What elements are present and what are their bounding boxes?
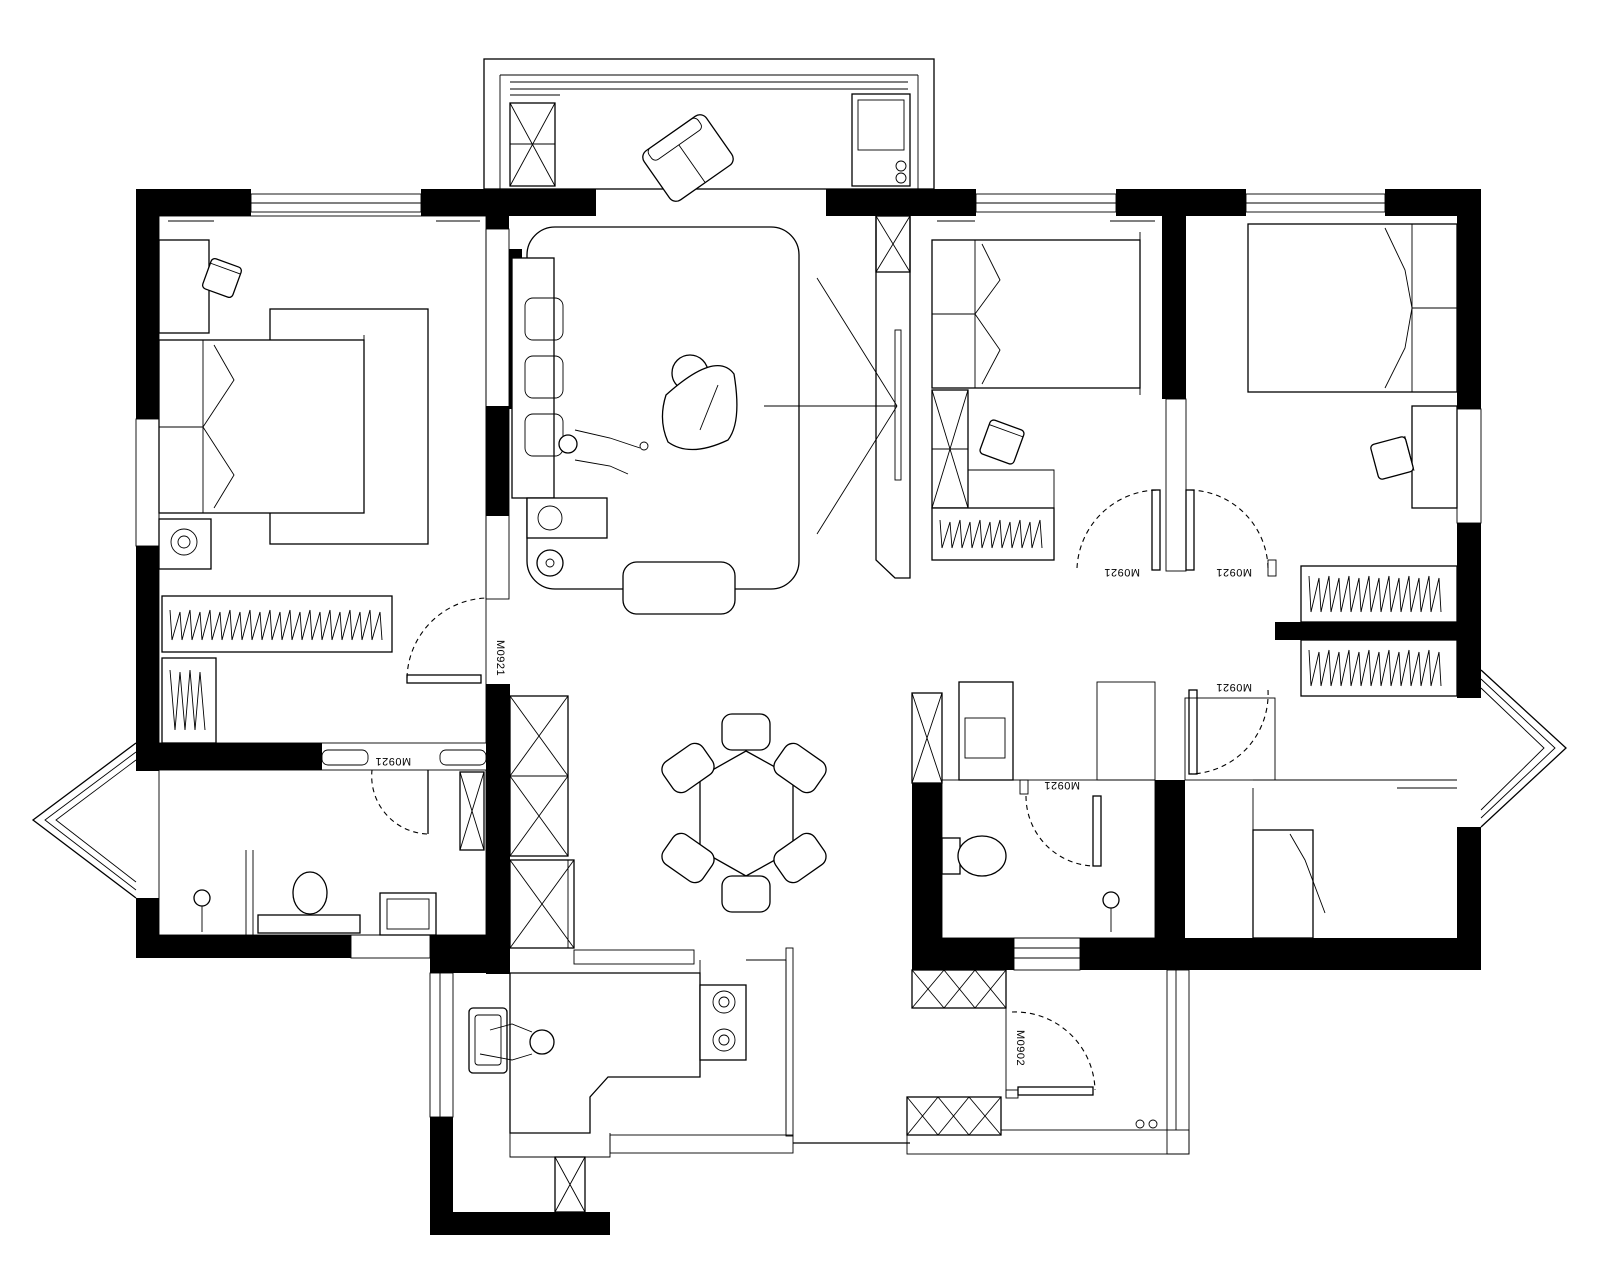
living-room: M0921 [406,226,898,684]
wardrobe-right-bottom [1300,639,1458,697]
kitchen [468,949,787,1213]
nightstand [158,518,212,570]
left-bathroom: M0921 [158,755,487,936]
ottoman [622,561,736,615]
right-bath-door-label: M0921 [1044,779,1080,791]
master-bedroom [158,215,487,744]
cook-figure-icon [479,1023,555,1061]
wardrobe-small [161,657,217,744]
center-bedroom-door-label: M0921 [1104,566,1140,578]
right-floor-drain-icon [1102,891,1120,909]
floor-drain-icon [193,889,211,907]
stove-icon [699,984,747,1061]
kitchen-sink [468,1007,508,1074]
study-chair-icon [979,419,1025,465]
right-bedroom-door-2-label: M0921 [1216,681,1252,693]
bath-sink-cabinet [958,681,1014,781]
sofa [511,257,555,499]
right-toilet-icon [957,835,1007,877]
person-figure-icon [558,429,649,475]
toilet-icon [292,871,328,915]
desk-right [1411,405,1458,509]
sink [379,892,437,936]
washing-machine [851,93,911,187]
right-bedroom-door-label: M0921 [1216,566,1252,578]
lounge-chair [642,114,734,202]
bunk-bed [1252,829,1314,939]
kitchen-door-label: M0902 [1014,1030,1026,1066]
desk [158,239,210,334]
floor-lamp-icon [536,549,564,577]
side-table [526,497,608,539]
desk-chair-right-icon [1370,435,1415,480]
balcony [483,58,935,202]
dining-area [509,695,827,949]
right-bedroom: M0921 [1185,223,1458,697]
center-bedroom: M0921 [875,215,1187,579]
living-door-label: M0921 [494,640,506,676]
double-bed [158,339,365,514]
lounge-armchair [661,365,738,451]
right-bathroom: M0921 [911,681,1156,939]
bottom-right-bedroom: M0921 [1184,681,1457,939]
entry-hall: M0902 [906,969,1158,1136]
wardrobe-right-top [1300,565,1458,623]
wardrobe-center [931,507,1055,561]
left-bath-door-label: M0921 [375,755,411,767]
radiator-marks [168,94,1155,222]
walls [31,189,1567,1235]
desk-chair-icon [201,257,243,299]
dining-chair-icon [661,713,827,913]
